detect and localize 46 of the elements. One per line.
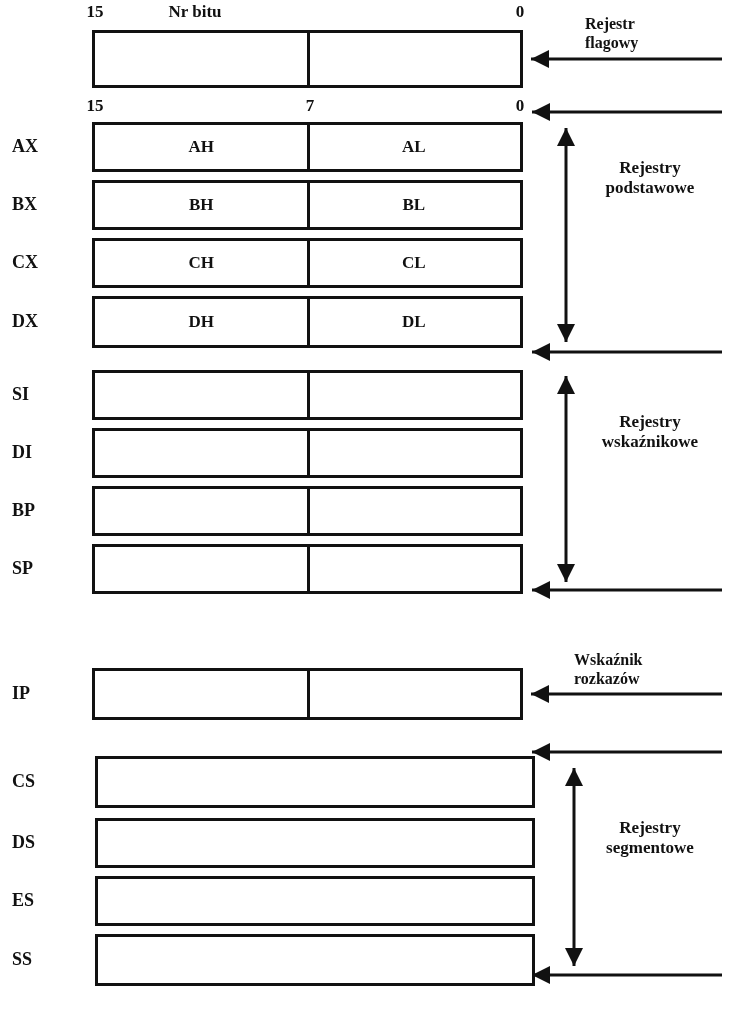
register-name: BP [12, 500, 35, 521]
bit-number: 0 [514, 2, 526, 22]
bit-number: 7 [304, 96, 316, 116]
register-half-label: AL [401, 137, 426, 157]
register-name: DX [12, 311, 38, 332]
register-name: IP [12, 683, 30, 704]
register-half-label: BH [188, 195, 214, 215]
register-box [95, 818, 535, 868]
register-box [92, 428, 523, 478]
register-box [92, 122, 523, 172]
register-name: CS [12, 771, 35, 792]
register-name: SI [12, 384, 29, 405]
group-label: Rejestry wskaźnikowe [600, 412, 700, 452]
register-box [92, 296, 523, 348]
register-box [95, 756, 535, 808]
arrow [531, 50, 722, 68]
register-name: AX [12, 136, 38, 157]
register-half-label: CH [188, 253, 214, 273]
register-half-label: DH [188, 312, 214, 332]
register-half-label: AH [188, 137, 214, 157]
register-half-label: CL [401, 253, 426, 273]
register-box [95, 876, 535, 926]
arrow [531, 685, 722, 703]
register-name: DI [12, 442, 32, 463]
bit-number: 15 [85, 2, 105, 22]
register-half-label: DL [401, 312, 426, 332]
register-box [92, 486, 523, 536]
register-name: SP [12, 558, 33, 579]
register-name: DS [12, 832, 35, 853]
register-name: CX [12, 252, 38, 273]
register-box [92, 180, 523, 230]
bit-number: 0 [514, 96, 526, 116]
group-label: Rejestry segmentowe [605, 818, 695, 858]
register-box [92, 544, 523, 594]
axis-title: Nr bitu [167, 2, 223, 22]
register-box [92, 238, 523, 288]
register-box [92, 668, 523, 720]
register-half-label: BL [402, 195, 426, 215]
register-name: SS [12, 949, 33, 970]
register-box [92, 30, 523, 88]
bit-number: 15 [85, 96, 105, 116]
group-label: Rejestry podstawowe [604, 158, 696, 198]
register-name: BX [12, 194, 37, 215]
register-box [95, 934, 535, 986]
register-name: ES [12, 890, 35, 911]
register-box [92, 370, 523, 420]
